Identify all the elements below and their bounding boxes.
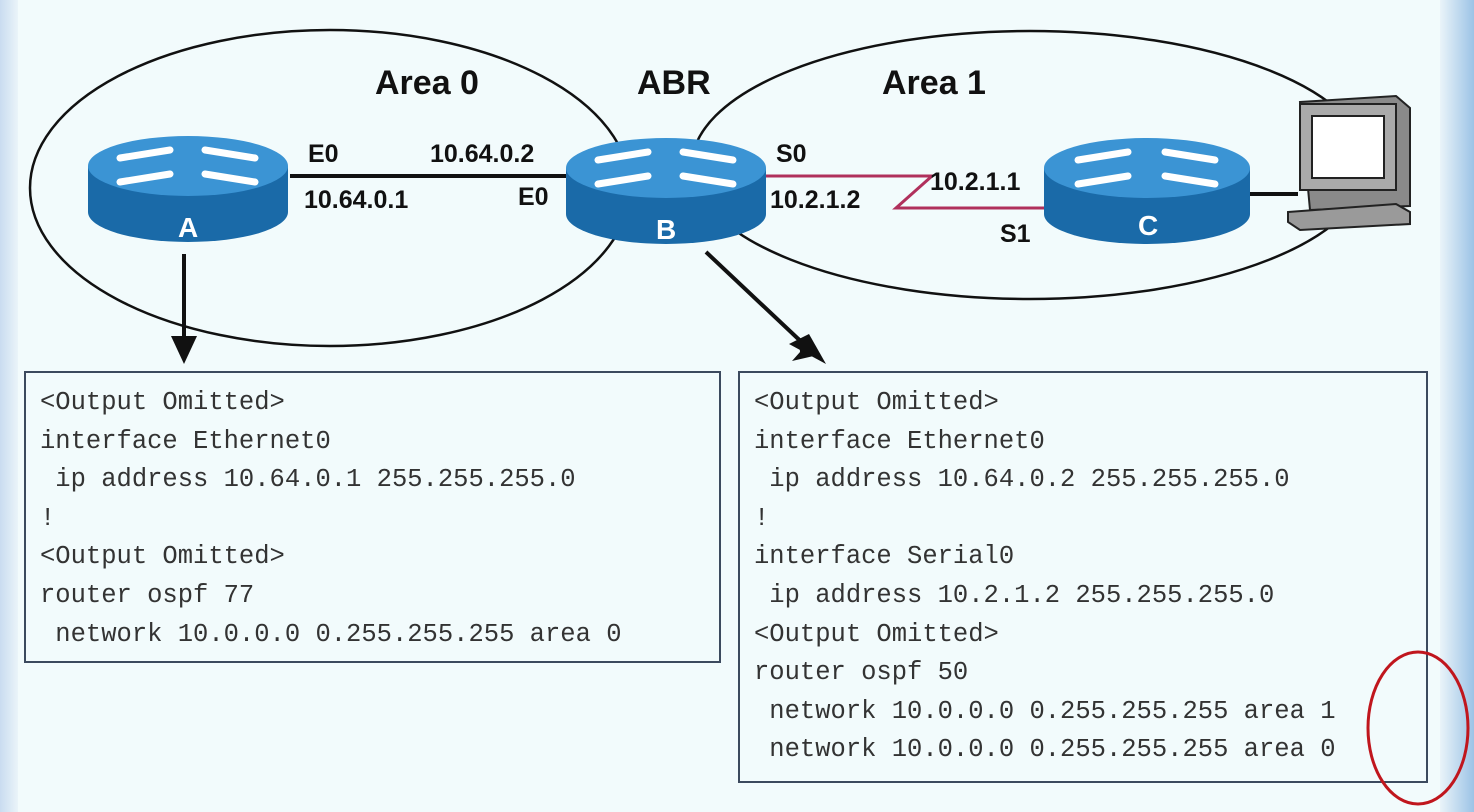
router-a-config-box: <Output Omitted> interface Ethernet0 ip … (24, 371, 721, 663)
config-line: <Output Omitted> (40, 388, 285, 417)
arrow-router-b-to-config (704, 250, 826, 364)
router-a-ip-label: 10.64.0.1 (304, 186, 409, 214)
config-line: <Output Omitted> (754, 388, 999, 417)
config-line: <Output Omitted> (754, 619, 999, 649)
config-line: ! (754, 503, 770, 533)
config-line: interface Serial0 (754, 542, 1015, 572)
router-a-e0-label: E0 (308, 140, 339, 168)
abr-label: ABR (637, 64, 711, 102)
router-b-config-box: <Output Omitted> interface Ethernet0 ip … (738, 371, 1428, 783)
serial-link (758, 174, 1058, 210)
pc-workstation-icon (1287, 94, 1411, 232)
area0-label: Area 0 (375, 64, 479, 102)
config-line: ! (40, 503, 56, 533)
router-b-s0-ip-label: 10.2.1.2 (770, 186, 861, 214)
arrow-router-a-to-config (171, 254, 197, 364)
config-line: router ospf 50 (754, 658, 969, 688)
router-c-icon (1044, 138, 1250, 244)
config-line: interface Ethernet0 (754, 426, 1045, 456)
config-line: network 10.0.0.0 0.255.255.255 area 0 (754, 735, 1336, 765)
config-line: <Output Omitted> (40, 542, 285, 572)
router-a-name: A (178, 212, 199, 243)
config-line: ip address 10.64.0.1 255.255.255.0 (40, 465, 576, 495)
router-a-icon (88, 136, 288, 242)
config-line: interface Ethernet0 (40, 426, 331, 456)
router-b-e0-label: E0 (518, 183, 549, 211)
router-b-name: B (656, 214, 677, 245)
config-line: network 10.0.0.0 0.255.255.255 area 0 (40, 619, 622, 649)
area1-label: Area 1 (882, 64, 986, 102)
config-line: router ospf 77 (40, 580, 255, 610)
router-b-e0-ip-label: 10.64.0.2 (430, 140, 535, 168)
router-c-name: C (1138, 210, 1159, 241)
config-line: ip address 10.2.1.2 255.255.255.0 (754, 580, 1275, 610)
config-line: network 10.0.0.0 0.255.255.255 area 1 (754, 696, 1336, 726)
router-c-s1-ip-label: 10.2.1.1 (930, 168, 1021, 196)
router-b-icon (566, 138, 766, 244)
router-c-s1-label: S1 (1000, 220, 1031, 248)
router-b-s0-label: S0 (776, 140, 807, 168)
config-line: ip address 10.64.0.2 255.255.255.0 (754, 465, 1290, 495)
